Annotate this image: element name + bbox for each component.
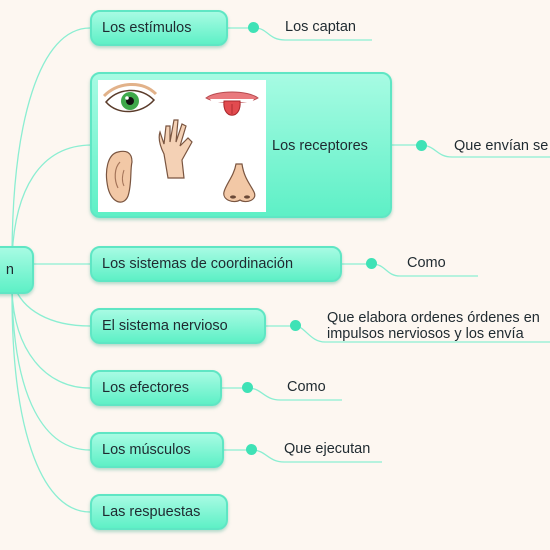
connector-root-receptores [11,144,93,261]
connector-dot [242,382,253,393]
leaf-que-elabora: Que elabora ordenes órdenes en impulsos … [327,310,550,342]
leaf-line: Que elabora ordenes órdenes en [327,310,540,326]
node-label: Los receptores [272,138,368,154]
connector-root-estimulos [11,27,91,261]
eye-icon [102,83,158,113]
node-label: Los sistemas de coordinación [102,256,294,272]
node-label: Los efectores [102,380,190,396]
connector-dot [290,320,301,331]
connector-dot [416,140,427,151]
connector-dot [366,258,377,269]
leaf-que-envian: Que envían se [454,138,549,154]
sense-organs-image [98,80,266,212]
root-label: n [5,262,14,278]
leaf-como: Como [407,255,446,271]
node-label: El sistema nervioso [102,318,228,334]
hand-icon [158,119,193,179]
node-label: Los estímulos [102,20,192,36]
node-los-estimulos[interactable]: Los estímulos [90,10,228,46]
nose-icon [223,163,256,203]
node-sistema-nervioso[interactable]: El sistema nervioso [90,308,266,344]
node-los-efectores[interactable]: Los efectores [90,370,222,406]
leaf-como: Como [287,379,326,395]
tongue-icon [205,91,259,116]
ear-icon [105,150,133,203]
connector-dot [246,444,257,455]
node-las-respuestas[interactable]: Las respuestas [90,494,228,530]
connector-root-musculos [11,291,91,451]
node-label: Las respuestas [102,504,201,520]
leaf-que-ejecutan: Que ejecutan [284,441,371,457]
leaf-los-captan: Los captan [285,19,356,35]
root-node[interactable]: n [0,246,34,294]
leaf-line: impulsos nerviosos y los envía [327,326,524,342]
node-sistemas-coordinacion[interactable]: Los sistemas de coordinación [90,246,342,282]
node-label: Los músculos [102,442,191,458]
node-los-musculos[interactable]: Los músculos [90,432,224,468]
connector-root-efectores [11,289,91,389]
connector-dot [248,22,259,33]
connector-root-respuestas [11,293,91,513]
